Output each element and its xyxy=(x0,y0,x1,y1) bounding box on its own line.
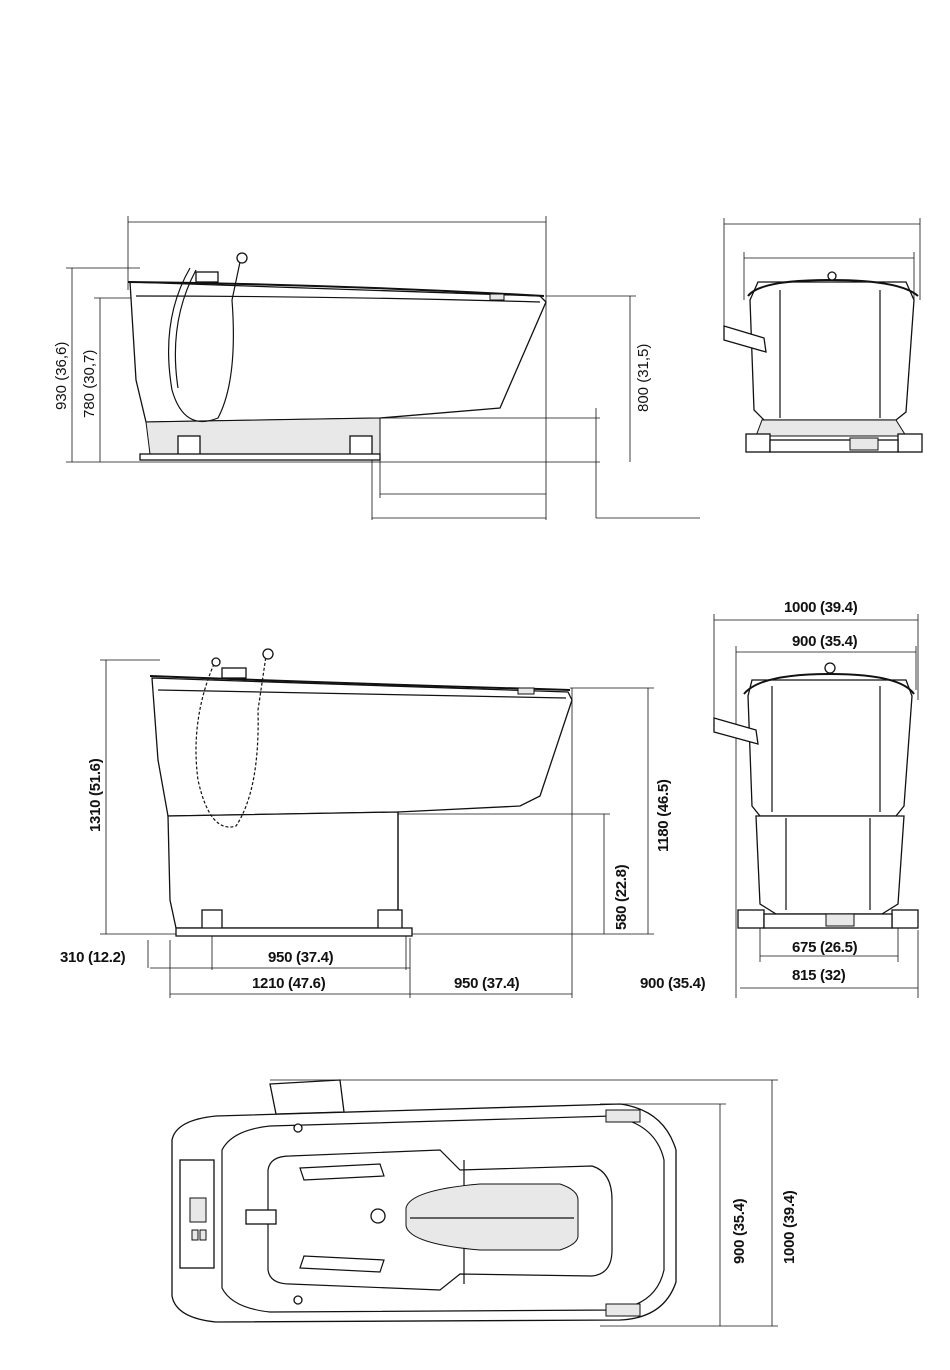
middle-side-view: 1310 (51.6) 1180 (46.5) 580 (22.8) 310 (… xyxy=(60,649,672,998)
dim-offset-left: 310 (12.2) xyxy=(60,949,126,966)
dim-base-outer: 815 (32) xyxy=(792,967,846,984)
top-side-tub xyxy=(128,253,546,460)
dim-base-length: 950 (37.4) xyxy=(268,949,334,966)
dim-height-total: 930 (36,6) xyxy=(53,342,70,410)
dim-height-raised: 1180 (46.5) xyxy=(655,779,672,852)
dim-total-length: 1210 (47.6) xyxy=(252,975,326,992)
dim-width-inner: 900 (35.4) xyxy=(792,633,858,650)
top-end-view xyxy=(724,218,922,452)
dim-clearance-width: 900 (35.4) xyxy=(640,975,706,992)
top-side-view: 930 (36,6) 780 (30,7) 800 (31,5) xyxy=(53,216,700,520)
dim-base-inner: 675 (26.5) xyxy=(792,939,858,956)
dim-plan-width-inner: 900 (35.4) xyxy=(731,1198,748,1264)
dim-height-rim: 780 (30,7) xyxy=(81,350,98,418)
dim-clearance-length: 950 (37.4) xyxy=(454,975,520,992)
plan-view: 900 (35.4) 1000 (39.4) xyxy=(172,1080,798,1326)
dim-height-base: 580 (22.8) xyxy=(613,864,630,930)
dim-width-outer: 1000 (39.4) xyxy=(784,599,858,616)
dim-height-max: 1310 (51.6) xyxy=(87,758,104,832)
middle-end-view: 1000 (39.4) 900 (35.4) 675 (26.5) 815 (3… xyxy=(640,599,918,998)
dim-plan-width-outer: 1000 (39.4) xyxy=(781,1190,798,1264)
dim-height-seat: 800 (31,5) xyxy=(635,344,652,412)
middle-side-tub xyxy=(150,649,572,936)
